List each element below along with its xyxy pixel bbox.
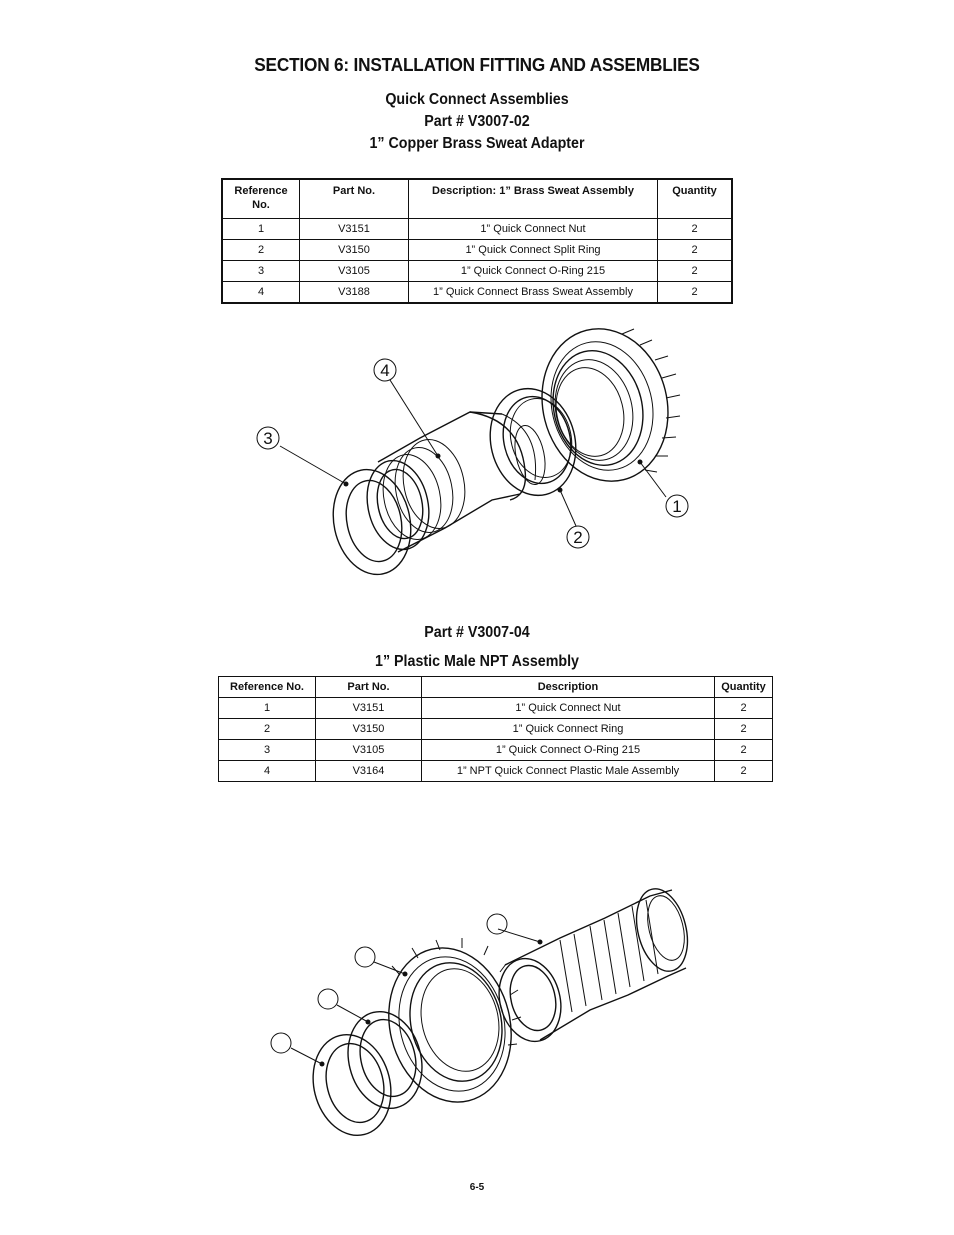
assembly2-description: 1” Plastic Male NPT Assembly <box>375 653 579 670</box>
table-cell: 4 <box>218 760 316 782</box>
quick-connect-ring-drawing <box>347 1010 423 1110</box>
callout-empty <box>317 988 339 1010</box>
assembly1-heading-line1: Quick Connect Assemblies <box>385 91 569 108</box>
column-header: Part No. <box>315 676 422 698</box>
column-header: Reference No. <box>221 178 300 219</box>
callout-1: 1 <box>665 494 689 518</box>
table-row: 3 V3105 1” Quick Connect O-Ring 215 2 <box>221 260 733 282</box>
callout-4: 4 <box>373 358 397 382</box>
table-row: 3 V3105 1” Quick Connect O-Ring 215 2 <box>218 739 773 761</box>
table-cell: 1 <box>218 697 316 719</box>
table-cell: V3105 <box>315 739 422 761</box>
table-cell: 1” Quick Connect Nut <box>408 218 658 240</box>
table-cell: V3105 <box>299 260 409 282</box>
table-cell: 1” Quick Connect O-Ring 215 <box>421 739 715 761</box>
table-cell: 2 <box>714 760 773 782</box>
table-cell: 2 <box>714 739 773 761</box>
sweat-adapter-drawing <box>366 411 546 553</box>
svg-text:1: 1 <box>672 497 681 516</box>
exploded-diagram-sweat-adapter: 4 3 1 2 <box>256 328 689 576</box>
table-cell: 1” Quick Connect Nut <box>421 697 715 719</box>
callout-2: 2 <box>566 525 590 549</box>
table-cell: 3 <box>218 739 316 761</box>
table-cell: 2 <box>657 281 733 304</box>
svg-text:2: 2 <box>573 528 582 547</box>
table-cell: 2 <box>714 718 773 740</box>
table-cell: V3164 <box>315 760 422 782</box>
callout-3: 3 <box>256 426 280 450</box>
column-header: Quantity <box>714 676 773 698</box>
table-cell: V3188 <box>299 281 409 304</box>
table-cell: 2 <box>657 218 733 240</box>
table-cell: V3150 <box>315 718 422 740</box>
column-header: Reference No. <box>218 676 316 698</box>
table-cell: V3151 <box>315 697 422 719</box>
callout-empty <box>354 946 376 968</box>
split-ring-drawing <box>489 387 577 497</box>
table-cell: 1” Quick Connect Brass Sweat Assembly <box>408 281 658 304</box>
table-row: 1 V3151 1” Quick Connect Nut 2 <box>218 697 773 719</box>
exploded-diagram-npt-assembly <box>270 888 689 1137</box>
table-header-row: Reference No. Part No. Description: 1” B… <box>221 178 733 219</box>
table-cell: 2 <box>714 697 773 719</box>
table-cell: 1” Quick Connect O-Ring 215 <box>408 260 658 282</box>
assembly1-part-number: Part # V3007-02 <box>424 113 530 130</box>
column-header: Quantity <box>657 178 733 219</box>
svg-text:3: 3 <box>263 429 272 448</box>
column-header: Description: 1” Brass Sweat Assembly <box>408 178 658 219</box>
o-ring-drawing <box>312 1033 392 1137</box>
table-header-row: Reference No. Part No. Description Quant… <box>218 676 773 698</box>
table-cell: 2 <box>657 260 733 282</box>
table-row: 4 V3164 1” NPT Quick Connect Plastic Mal… <box>218 760 773 782</box>
o-ring-drawing <box>332 468 412 576</box>
assembly1-description: 1” Copper Brass Sweat Adapter <box>369 135 585 152</box>
table-cell: 2 <box>218 718 316 740</box>
quick-connect-nut-drawing <box>541 328 681 482</box>
table-cell: 1” NPT Quick Connect Plastic Male Assemb… <box>421 760 715 782</box>
table-cell: 1” Quick Connect Ring <box>421 718 715 740</box>
table-row: 2 V3150 1” Quick Connect Ring 2 <box>218 718 773 740</box>
callout-empty <box>486 913 508 935</box>
svg-text:4: 4 <box>380 361 389 380</box>
table-cell: 4 <box>221 281 300 304</box>
table-row: 4 V3188 1” Quick Connect Brass Sweat Ass… <box>221 281 733 304</box>
page-number: 6-5 <box>469 1182 485 1193</box>
assembly2-part-number: Part # V3007-04 <box>424 624 530 641</box>
quick-connect-nut-drawing <box>388 938 522 1103</box>
parts-table-2: Reference No. Part No. Description Quant… <box>218 676 773 782</box>
parts-table-1: Reference No. Part No. Description: 1” B… <box>221 178 733 304</box>
male-npt-body-drawing <box>498 888 689 1043</box>
column-header: Description <box>421 676 715 698</box>
section-title: SECTION 6: INSTALLATION FITTING AND ASSE… <box>254 54 700 75</box>
callout-empty <box>270 1032 292 1054</box>
